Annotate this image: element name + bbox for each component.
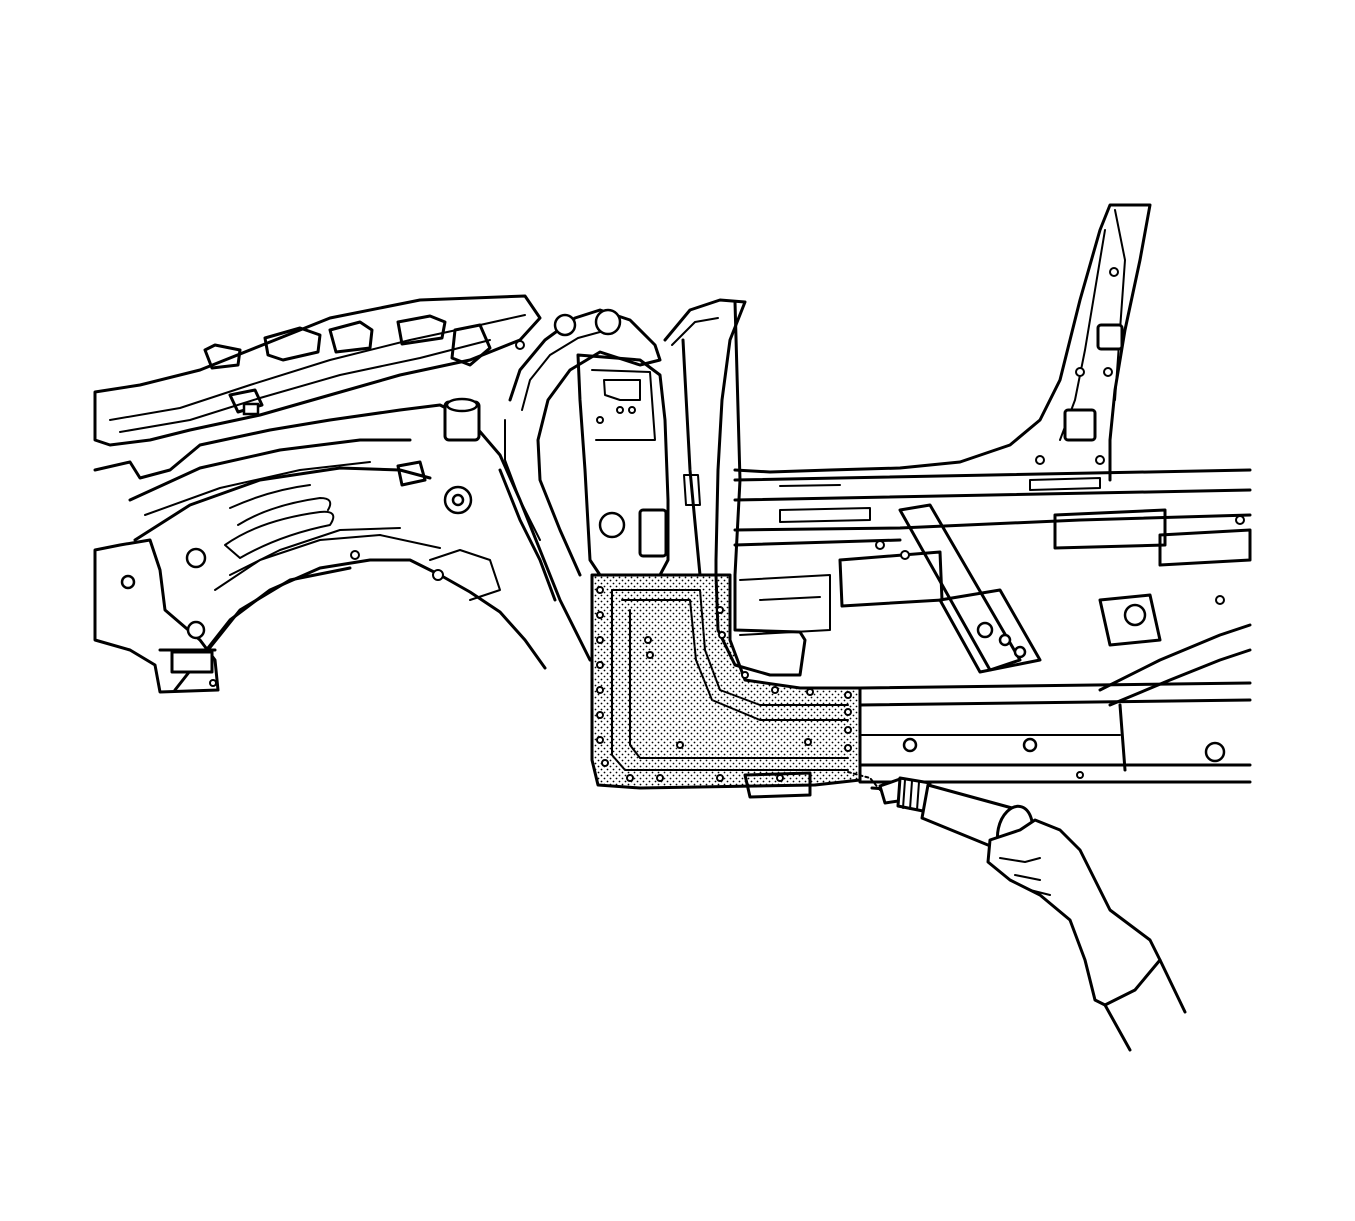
rocker-panel [858, 681, 1252, 784]
floor-underbody [733, 503, 1252, 707]
b-pillar-door-opening [733, 203, 1252, 523]
hinge-pillar [576, 298, 747, 577]
highlighted-repair-area [590, 573, 862, 799]
gloved-hand [986, 818, 1187, 1052]
front-structure [93, 294, 662, 694]
weld-points [596, 586, 852, 782]
